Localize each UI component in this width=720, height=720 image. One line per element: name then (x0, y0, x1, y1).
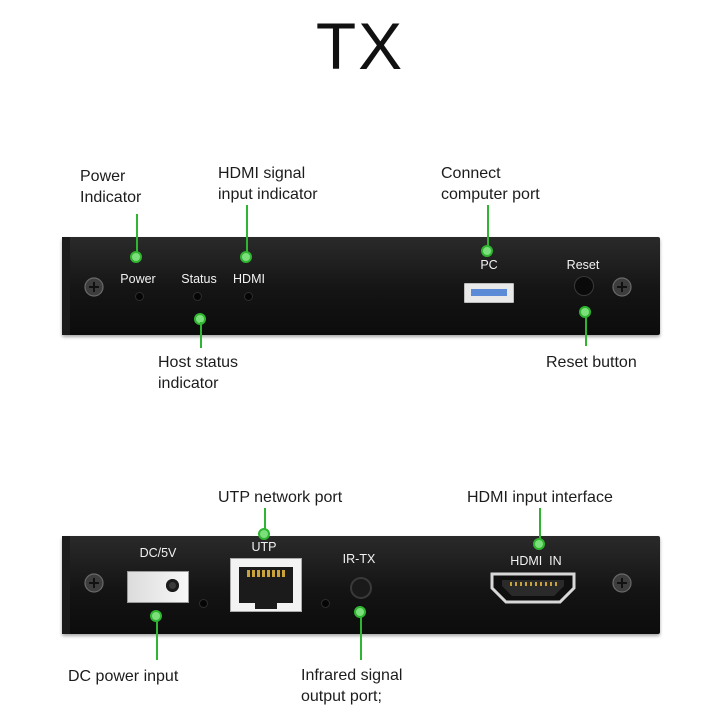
usb-port[interactable] (464, 283, 514, 303)
leader-line (264, 508, 266, 532)
utp-label: UTP (251, 540, 277, 554)
hdmi-label: HDMI (233, 272, 265, 286)
irtx-label: IR-TX (342, 552, 376, 566)
callout-utp-port: UTP network port (218, 489, 343, 506)
callout-infrared: Infrared signal output port; (301, 667, 403, 705)
reset-label: Reset (566, 258, 600, 272)
callout-hdmi-input: HDMI input interface (467, 489, 613, 506)
ir-tx-jack[interactable] (352, 579, 370, 597)
leader-line (136, 214, 138, 254)
hdmi-port[interactable] (488, 570, 578, 606)
screw-icon (612, 573, 632, 593)
leader-line (246, 205, 248, 254)
callout-reset-button: Reset button (546, 354, 637, 371)
leader-line (200, 322, 202, 348)
screw-icon (84, 573, 104, 593)
leader-line (585, 316, 587, 346)
screw-icon (612, 277, 632, 297)
pc-label: PC (480, 258, 498, 272)
marker-dot (258, 528, 270, 540)
status-label: Status (181, 272, 217, 286)
callout-hdmi-signal: HDMI signal input indicator (218, 165, 318, 203)
leader-line (487, 205, 489, 250)
leader-line (156, 620, 158, 660)
hdmi-led (245, 293, 252, 300)
marker-dot (240, 251, 252, 263)
marker-dot (533, 538, 545, 550)
leader-line (539, 508, 541, 542)
hdmi-in-label: HDMI IN (510, 554, 562, 568)
indicator-hole (200, 600, 207, 607)
status-led (194, 293, 201, 300)
indicator-hole (322, 600, 329, 607)
rj45-icon (239, 567, 293, 609)
rj45-port[interactable] (230, 558, 302, 612)
dc-power-jack[interactable] (127, 571, 189, 603)
leader-line (360, 616, 362, 660)
dc-label: DC/5V (139, 546, 177, 560)
power-led (136, 293, 143, 300)
callout-host-status: Host status indicator (158, 354, 239, 392)
tx-front-panel (62, 237, 660, 335)
marker-dot (130, 251, 142, 263)
callout-dc-power: DC power input (68, 668, 179, 685)
callout-connect-computer: Connect computer port (441, 165, 540, 203)
power-label: Power (120, 272, 156, 286)
reset-button[interactable] (575, 277, 593, 295)
screw-icon (84, 277, 104, 297)
page-title: TX (315, 9, 405, 83)
callout-power-indicator: Power Indicator (80, 168, 142, 206)
marker-dot (481, 245, 493, 257)
